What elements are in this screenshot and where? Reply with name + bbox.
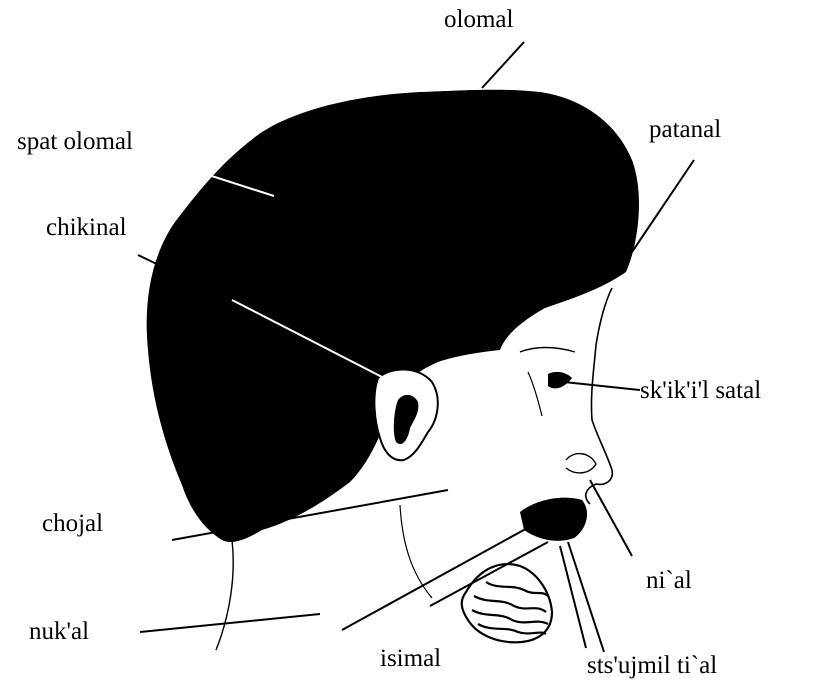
- nose: [566, 454, 596, 473]
- label-nukal: nuk'al: [29, 619, 89, 644]
- label-nial: ni`al: [646, 568, 692, 593]
- pointer-nukal: [140, 614, 320, 632]
- neck-back: [216, 540, 233, 650]
- pointer-skik: [564, 382, 640, 390]
- pointer-stsujmil-b: [560, 546, 586, 648]
- mustache: [520, 498, 587, 541]
- pointer-patanal: [632, 160, 694, 252]
- label-spat-olomal: spat olomal: [17, 129, 133, 154]
- pointer-olomal: [482, 42, 524, 88]
- label-chikinal: chikinal: [46, 215, 127, 240]
- hair-mass: [147, 90, 639, 542]
- pointer-isimal-a: [430, 542, 548, 606]
- eye: [548, 372, 572, 389]
- cheek-line: [528, 372, 542, 416]
- label-stsujmil-tial: sts'ujmil ti`al: [587, 653, 717, 678]
- label-chojal: chojal: [42, 511, 103, 536]
- label-skik-satal: sk'ik'i'l satal: [640, 378, 761, 403]
- label-isimal: isimal: [380, 646, 441, 671]
- pointer-nial: [590, 480, 632, 556]
- face-profile: [586, 288, 613, 504]
- beard: [462, 564, 552, 642]
- pointer-isimal-b: [342, 520, 542, 630]
- label-patanal: patanal: [649, 117, 721, 142]
- brow: [520, 348, 575, 353]
- label-olomal: olomal: [444, 7, 513, 32]
